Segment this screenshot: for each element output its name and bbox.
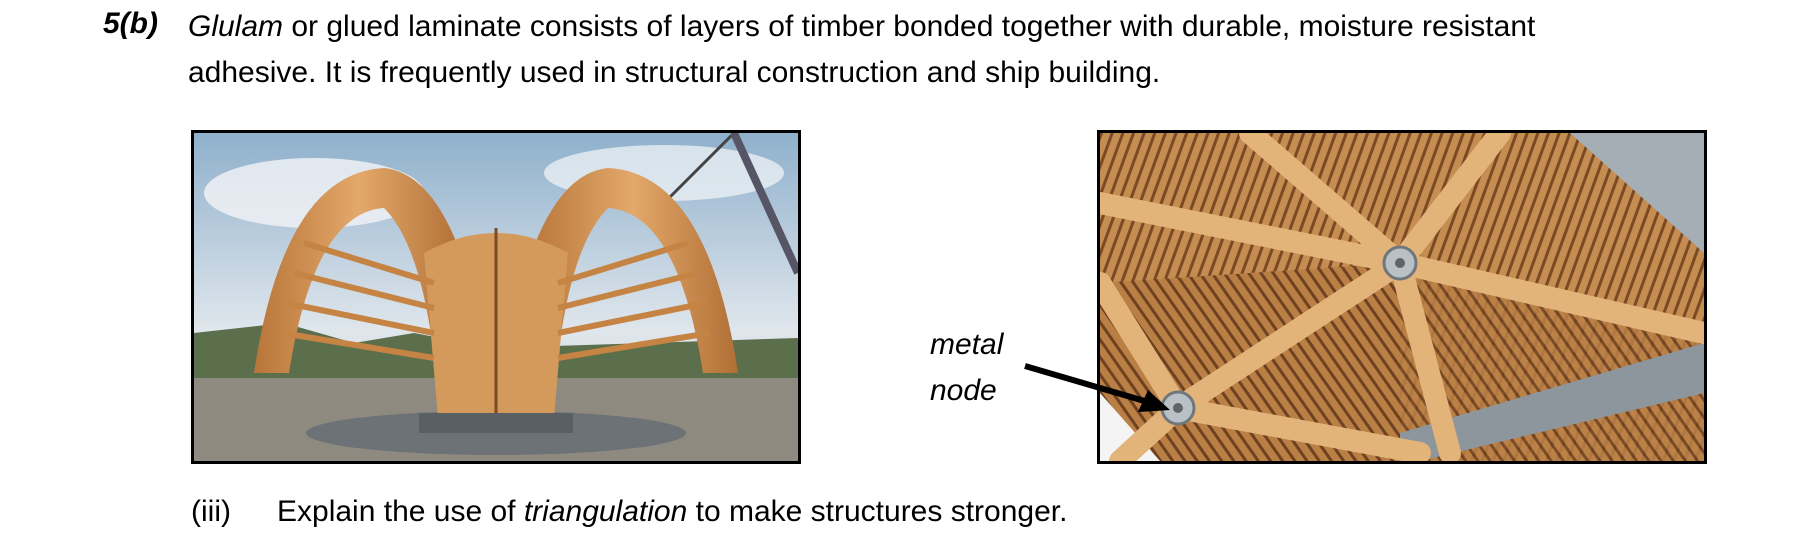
question-line1-text: or glued laminate consists of layers of … xyxy=(283,10,1536,43)
triangulation-term: triangulation xyxy=(523,495,688,528)
metal-node-label-line2: node xyxy=(930,374,997,407)
subquestion-text-after: to make structures stronger. xyxy=(687,495,1068,528)
subquestion-number: (iii) xyxy=(191,495,231,528)
subquestion-text: Explain the use of triangulation to make… xyxy=(277,490,1067,534)
question-number: 5(b) xyxy=(103,7,158,40)
metal-node-label-line1: metal xyxy=(930,328,1004,361)
timber-ceiling-photo xyxy=(1097,130,1707,464)
subquestion-text-before: Explain the use of xyxy=(277,495,524,528)
question-line2-text: adhesive. It is frequently used in struc… xyxy=(188,56,1161,89)
question-paragraph: Glulam or glued laminate consists of lay… xyxy=(188,4,1768,96)
pointer-arrow xyxy=(1024,363,1170,412)
glulam-arch-photo xyxy=(191,130,801,464)
glulam-term: Glulam xyxy=(188,10,284,43)
